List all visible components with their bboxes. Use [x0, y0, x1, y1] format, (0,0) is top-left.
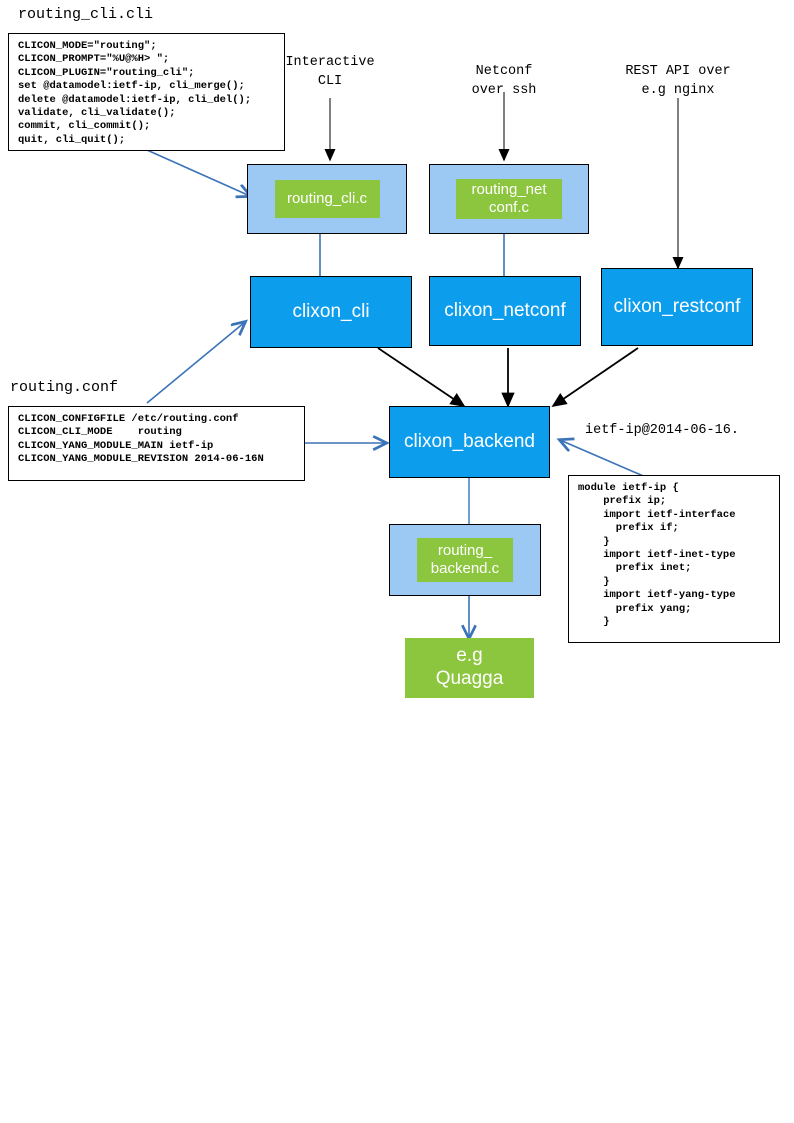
process-clixon-cli[interactable]: clixon_cli	[250, 276, 412, 348]
edge-clixonrestconf-to-backend	[551, 347, 639, 408]
edge-conf-to-clixoncli	[146, 322, 245, 404]
plugin-box-netconf: routing_net conf.c	[429, 164, 589, 234]
yang-content: module ietf-ip { prefix ip; import ietf-…	[578, 482, 736, 629]
edge-clispec-to-cliplugin	[137, 145, 250, 196]
config-content: CLICON_CONFIGFILE /etc/routing.conf CLIC…	[18, 413, 264, 466]
config-title: routing.conf	[10, 379, 119, 396]
process-clixon-netconf[interactable]: clixon_netconf	[429, 276, 581, 346]
external-quagga: e.g Quagga	[405, 638, 534, 698]
plugin-label-routing-cli-c: routing_cli.c	[274, 180, 380, 218]
edge-yang-to-backend	[560, 440, 649, 479]
plugin-label-routing-netconf-c: routing_net conf.c	[456, 179, 562, 219]
config-box: CLICON_CONFIGFILE /etc/routing.conf CLIC…	[8, 406, 305, 481]
process-clixon-backend[interactable]: clixon_backend	[389, 406, 550, 478]
process-clixon-restconf[interactable]: clixon_restconf	[601, 268, 753, 346]
plugin-box-backend: routing_ backend.c	[389, 524, 541, 596]
cli-spec-box: CLICON_MODE="routing"; CLICON_PROMPT="%U…	[8, 33, 285, 151]
edge-clixoncli-to-backend	[377, 347, 466, 408]
yang-box: module ietf-ip { prefix ip; import ietf-…	[568, 475, 780, 643]
label-rest-api: REST API over e.g nginx	[625, 64, 731, 98]
label-netconf-over-ssh: Netconf over ssh	[471, 64, 537, 98]
plugin-box-cli: routing_cli.c	[247, 164, 407, 234]
yang-title: ietf-ip@2014-06-16.	[585, 423, 739, 438]
cli-spec-title: routing_cli.cli	[18, 6, 154, 23]
cli-spec-content: CLICON_MODE="routing"; CLICON_PROMPT="%U…	[18, 40, 252, 146]
label-interactive-cli: Interactive CLI	[285, 55, 375, 89]
plugin-label-routing-backend-c: routing_ backend.c	[417, 538, 513, 582]
